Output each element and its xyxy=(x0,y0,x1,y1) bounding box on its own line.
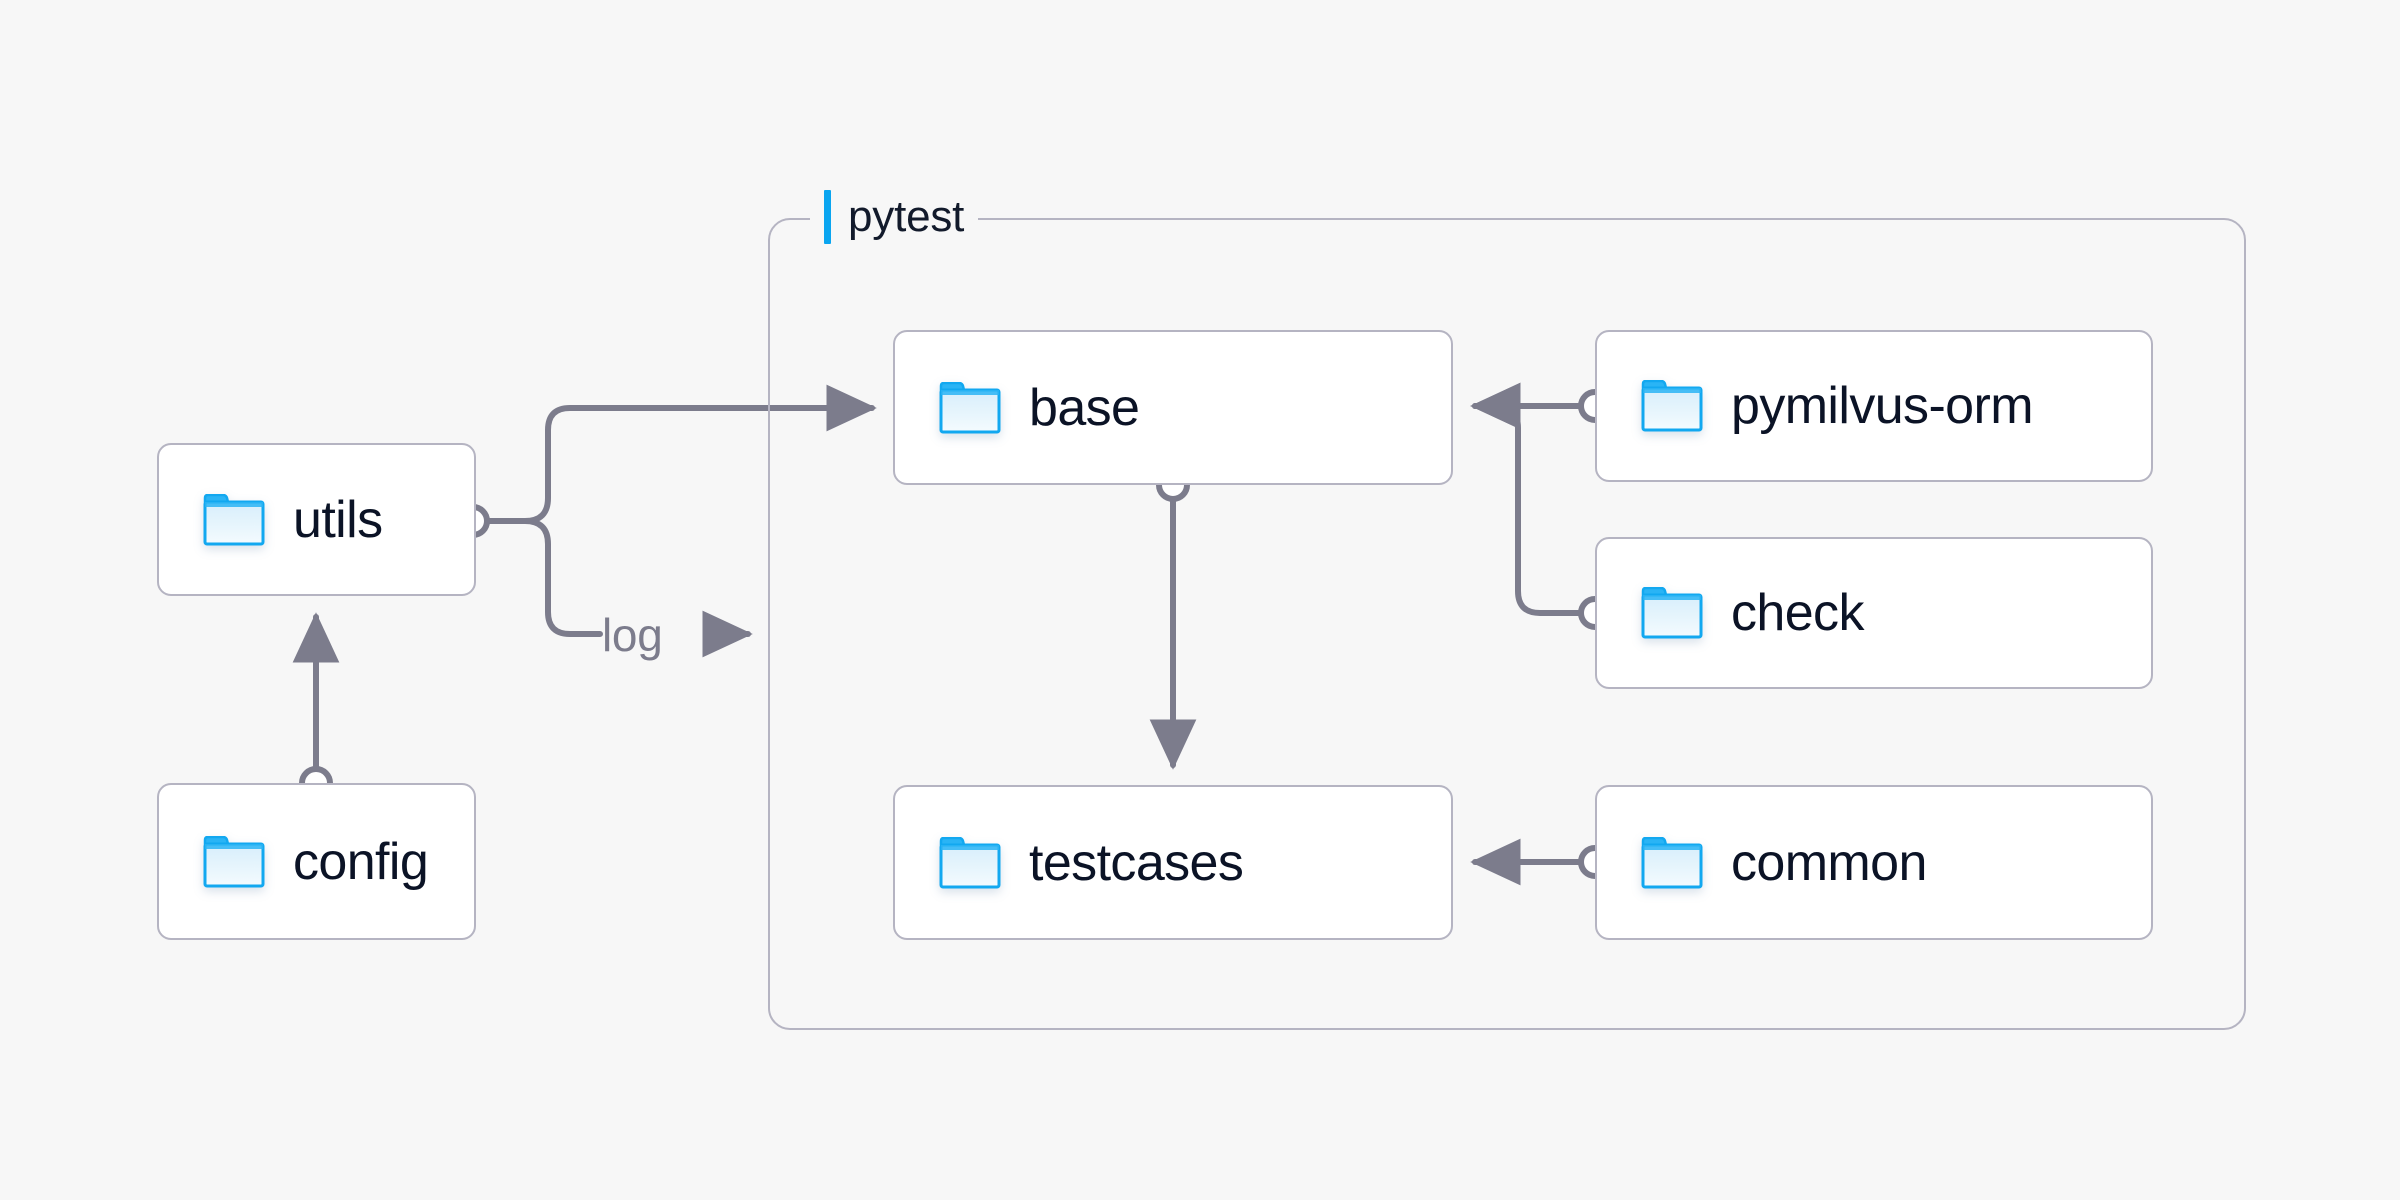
node-utils[interactable]: utils xyxy=(157,443,476,596)
node-check[interactable]: check xyxy=(1595,537,2153,689)
folder-icon xyxy=(1641,586,1703,639)
pytest-group-label: pytest xyxy=(810,190,979,244)
pytest-group-container xyxy=(768,218,2246,1030)
folder-icon xyxy=(203,835,265,888)
node-label: pymilvus-orm xyxy=(1731,377,2034,435)
folder-icon xyxy=(1641,379,1703,432)
node-label: utils xyxy=(293,490,383,549)
node-label: config xyxy=(293,832,429,891)
node-pymilvus-orm[interactable]: pymilvus-orm xyxy=(1595,330,2153,482)
node-label: base xyxy=(1029,378,1140,437)
group-accent-bar xyxy=(824,190,831,244)
edge-label-log: log xyxy=(602,609,663,661)
node-label: testcases xyxy=(1029,833,1244,892)
node-base[interactable]: base xyxy=(893,330,1453,485)
folder-icon xyxy=(1641,836,1703,889)
node-testcases[interactable]: testcases xyxy=(893,785,1453,940)
edge-utils-to-log xyxy=(522,518,603,637)
group-title-text: pytest xyxy=(848,192,965,241)
folder-icon xyxy=(939,381,1001,434)
node-label: check xyxy=(1731,584,1864,642)
node-label: common xyxy=(1731,833,1927,892)
node-config[interactable]: config xyxy=(157,783,476,940)
folder-icon xyxy=(939,836,1001,889)
node-common[interactable]: common xyxy=(1595,785,2153,940)
folder-icon xyxy=(203,493,265,546)
